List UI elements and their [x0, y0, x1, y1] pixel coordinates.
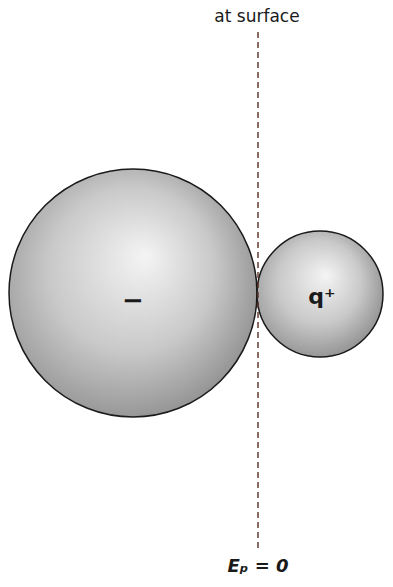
charge-symbol: q⁺ [308, 286, 335, 308]
field-label: Eₚ = 0 [225, 557, 290, 575]
negative-sphere: − [7, 167, 259, 419]
charge-sign: − [122, 287, 144, 313]
surface-label: at surface [212, 8, 301, 25]
surface-dashed-line [257, 32, 258, 552]
charged-sphere: q⁺ [255, 229, 385, 359]
